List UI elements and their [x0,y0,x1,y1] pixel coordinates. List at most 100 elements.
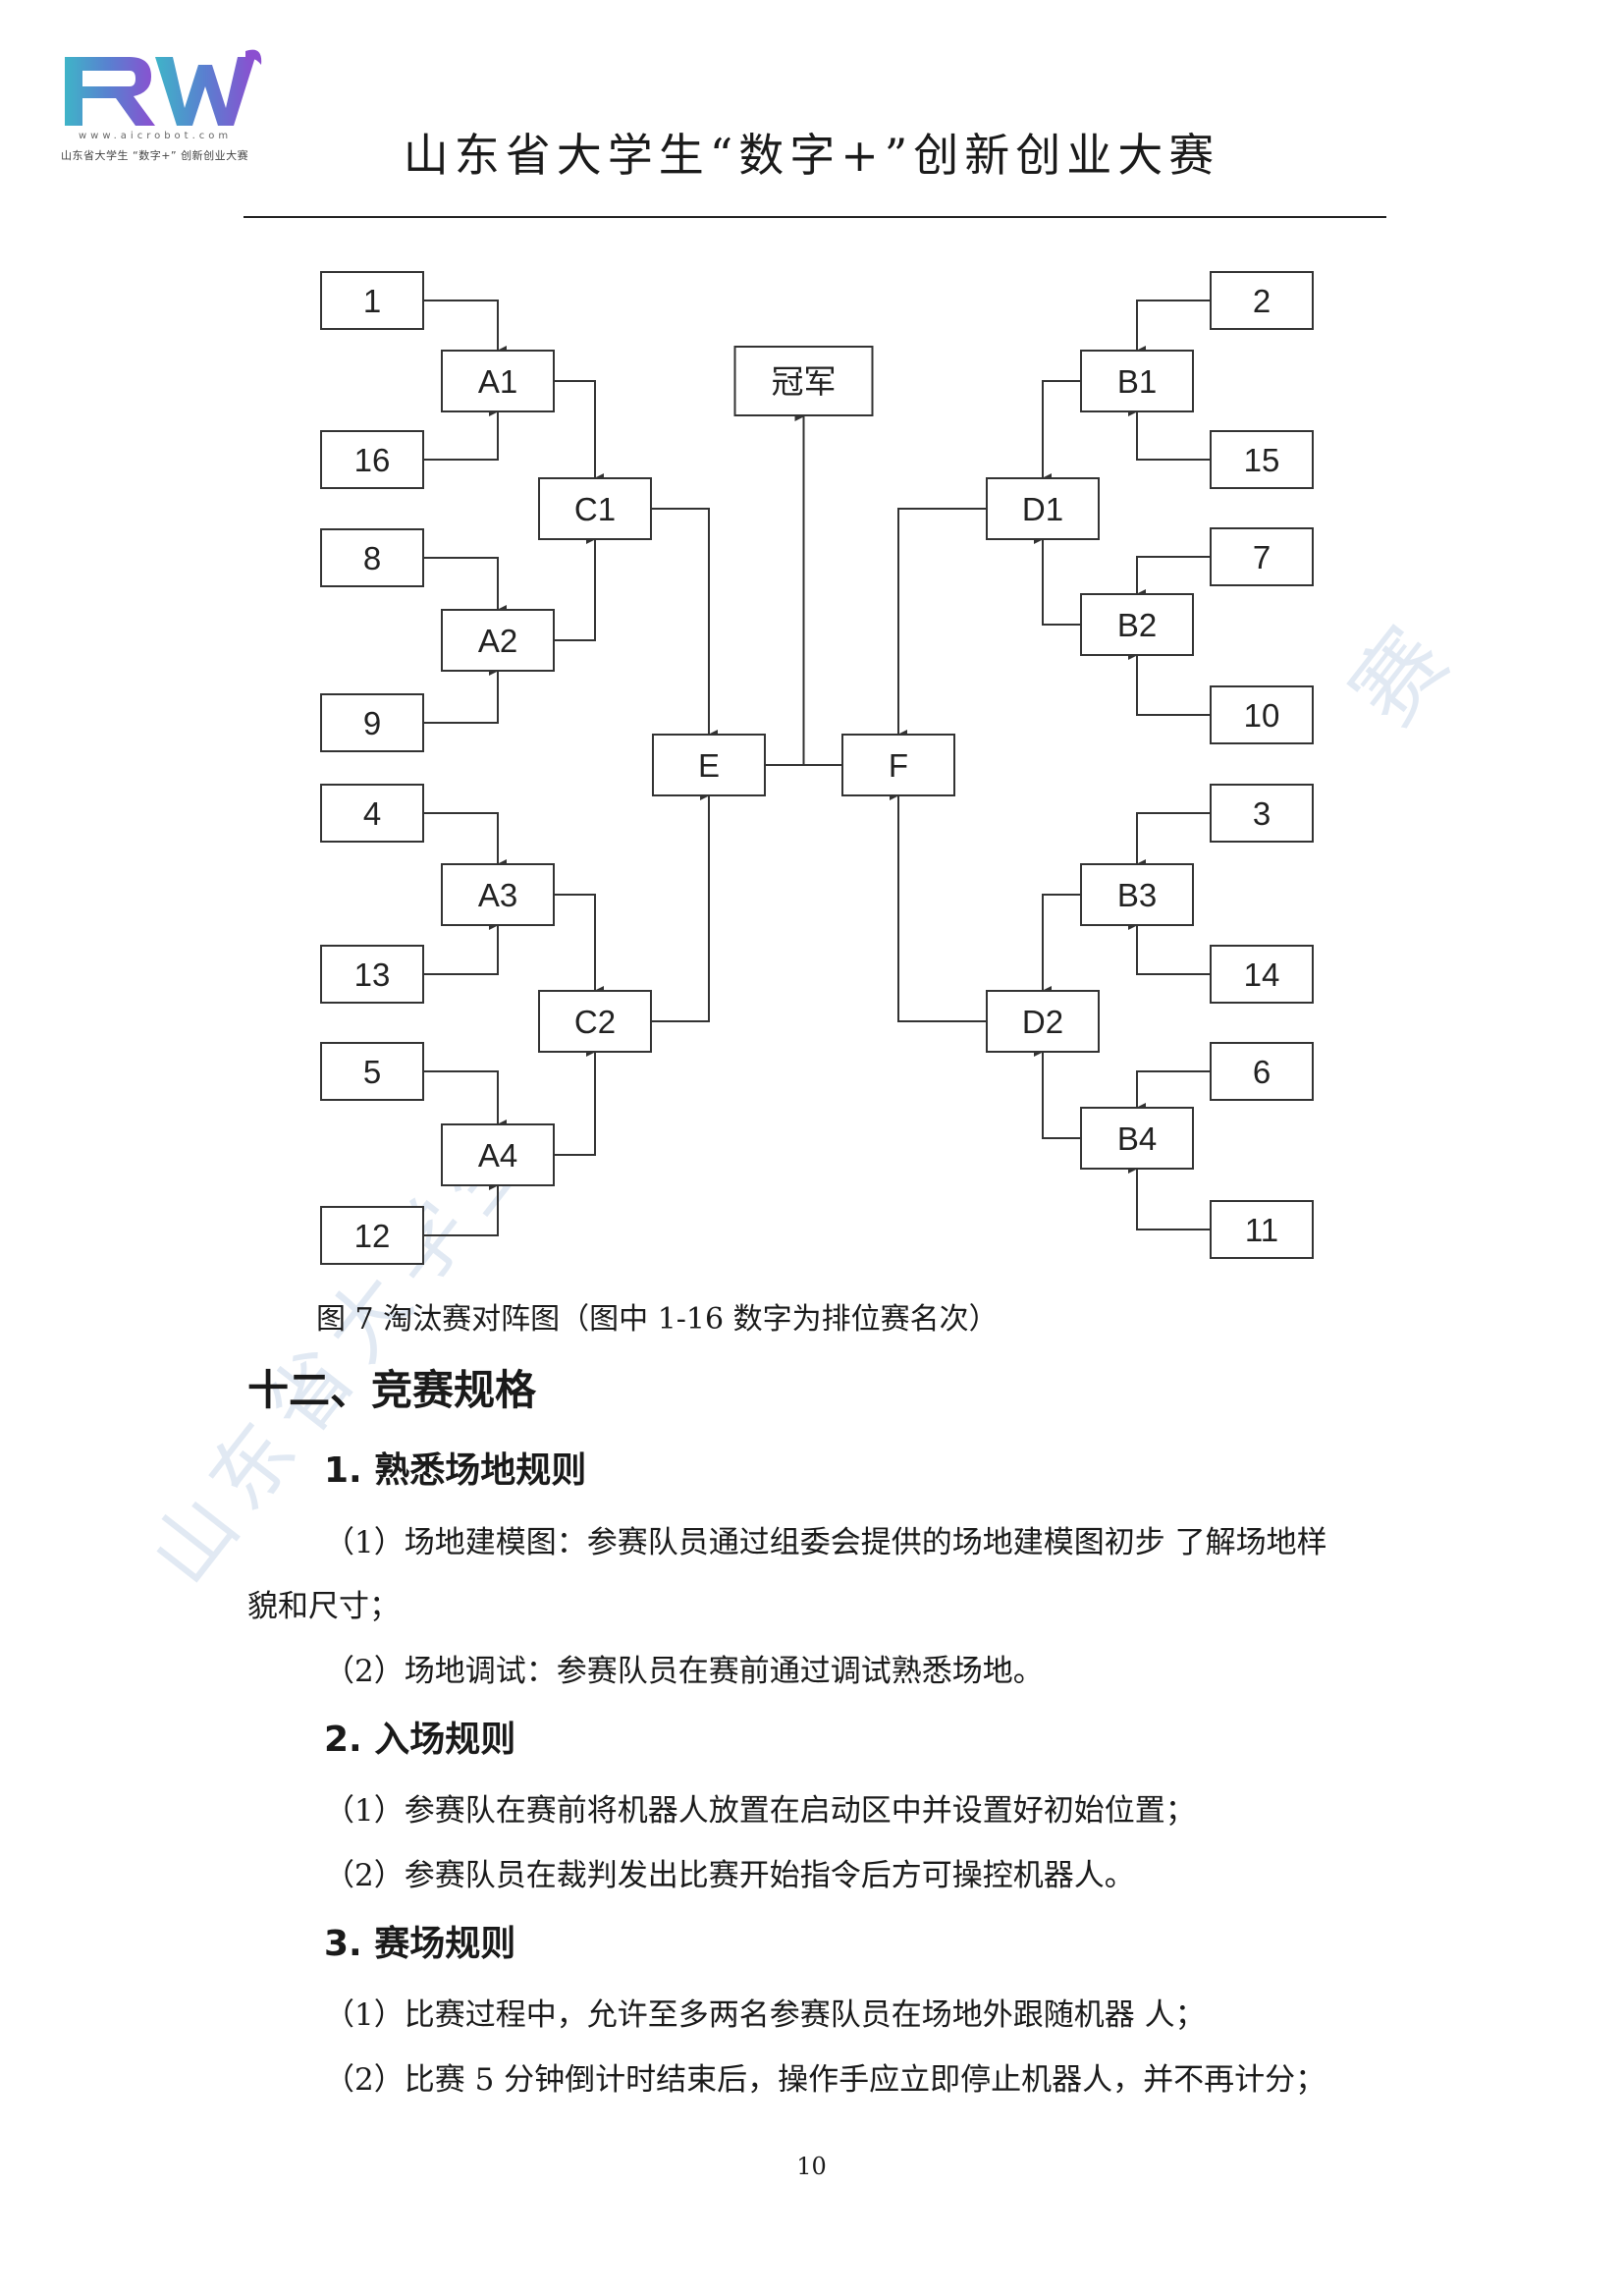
seed-box-right: 3 [1210,784,1314,843]
round2-box-right: D2 [986,990,1100,1053]
bracket-connector [554,894,604,996]
seed-box-right: 14 [1210,945,1314,1004]
paragraph-continuation: 貌和尺寸； [247,1589,400,1624]
seed-box-right-label: 7 [1253,539,1271,575]
seed-box-left: 16 [320,430,424,489]
seed-box-left: 8 [320,528,424,587]
bracket-connector [1042,894,1081,996]
round1-box-right: B4 [1080,1107,1194,1170]
bracket-connector [897,508,987,739]
semifinal-box-f: F [841,734,955,796]
seed-box-left-label: 13 [354,957,391,993]
seed-box-left: 1 [320,271,424,330]
page-header-title: 山东省大学生“数字+”创新创业大赛 [403,129,1220,182]
bracket-connector [1042,380,1081,483]
bracket-connector [1128,1164,1211,1230]
semifinal-box-e: E [652,734,766,796]
page-number: 10 [796,2153,827,2180]
seed-box-left: 9 [320,693,424,752]
logo-url: www.aicrobot.com [79,131,233,141]
seed-box-right: 15 [1210,430,1314,489]
semifinal-box-f-label: F [889,747,908,784]
seed-box-right: 6 [1210,1042,1314,1101]
round2-box-right-label: D1 [1022,491,1063,527]
paragraph: （2）比赛 5 分钟倒计时结束后，操作手应立即停止机器人，并不再计分； [324,2062,1326,2098]
seed-box-left: 13 [320,945,424,1004]
bracket-connector [423,1180,499,1236]
bracket-connector [1034,534,1081,626]
bracket-connector [890,791,987,1022]
seed-box-left-label: 1 [363,283,381,319]
header-divider [243,216,1386,218]
seed-box-left: 12 [320,1206,424,1265]
competition-logo [61,47,267,165]
round1-box-right-label: B2 [1117,607,1157,643]
seed-box-right: 10 [1210,685,1314,744]
diagram-caption: 图 7 淘汰赛对阵图（图中 1-16 数字为排位赛名次） [316,1302,999,1337]
seed-box-right-label: 10 [1244,697,1280,734]
paragraph: （2）场地调试：参赛队员在赛前通过调试熟悉场地。 [324,1654,1044,1689]
logo-caption: 山东省大学生 “数字+” 创新创业大赛 [61,149,249,162]
seed-box-right-label: 15 [1244,442,1280,478]
round1-box-left: A1 [441,350,555,412]
seed-box-left-label: 8 [363,540,381,576]
round1-box-left-label: A4 [478,1137,517,1174]
round1-box-left: A3 [441,863,555,926]
bracket-connector [1136,556,1211,599]
bracket-connector [423,920,499,975]
seed-box-right: 2 [1210,271,1314,330]
seed-box-right-label: 2 [1253,283,1271,319]
seed-box-right: 11 [1210,1200,1314,1259]
subsection-title-2: 2. 入场规则 [324,1720,516,1760]
bracket-connector [554,380,604,483]
seed-box-right-label: 3 [1253,795,1271,832]
bracket-connector [423,812,507,869]
round2-box-left: C2 [538,990,652,1053]
seed-box-left-label: 16 [354,442,391,478]
seed-box-right-label: 11 [1245,1212,1278,1248]
bracket-connector [651,791,710,1022]
round1-box-right: B1 [1080,350,1194,412]
round1-box-left-label: A1 [478,363,517,400]
seed-box-left: 5 [320,1042,424,1101]
round1-box-right-label: B1 [1117,363,1157,400]
round1-box-left: A2 [441,609,555,672]
round1-box-left-label: A2 [478,623,517,659]
round2-box-left: C1 [538,477,652,540]
bracket-connector [1034,1047,1081,1139]
bracket-connector [1128,407,1211,461]
subsection-title-3: 3. 赛场规则 [324,1924,516,1964]
seed-box-left-label: 5 [363,1054,381,1090]
round1-box-left-label: A3 [478,877,517,913]
seed-box-right-label: 6 [1253,1054,1271,1090]
round1-box-left: A4 [441,1123,555,1186]
seed-box-left: 4 [320,784,424,843]
round1-box-right: B3 [1080,863,1194,926]
bracket-connector [423,666,499,724]
bracket-connector [423,557,507,615]
champion-box: 冠军 [733,346,874,416]
round2-box-left-label: C2 [574,1004,616,1040]
bracket-connector [1136,812,1211,869]
semifinal-box-e-label: E [698,747,720,784]
seed-box-right-label: 14 [1244,957,1280,993]
round1-box-right: B2 [1080,593,1194,656]
section-title: 十二、竞赛规格 [247,1366,537,1414]
subsection-title-1: 1. 熟悉场地规则 [324,1450,587,1491]
bracket-connector [1136,300,1211,355]
round1-box-right-label: B4 [1117,1121,1157,1157]
paragraph: （2）参赛队员在裁判发出比赛开始指令后方可操控机器人。 [324,1858,1135,1893]
bracket-connector [1136,1070,1211,1113]
seed-box-left-label: 9 [363,705,381,741]
paragraph: （1）参赛队在赛前将机器人放置在启动区中并设置好初始位置； [324,1793,1196,1829]
round1-box-right-label: B3 [1117,877,1157,913]
bracket-connector [423,1070,507,1129]
bracket-connector [651,508,718,739]
seed-box-right: 7 [1210,527,1314,586]
round2-box-left-label: C1 [574,491,616,527]
paragraph: （1）场地建模图：参赛队员通过组委会提供的场地建模图初步 了解场地样 [324,1525,1327,1560]
seed-box-left-label: 4 [363,795,381,832]
bracket-connector [423,407,499,461]
paragraph: （1）比赛过程中，允许至多两名参赛队员在场地外跟随机器 人； [324,1997,1206,2033]
